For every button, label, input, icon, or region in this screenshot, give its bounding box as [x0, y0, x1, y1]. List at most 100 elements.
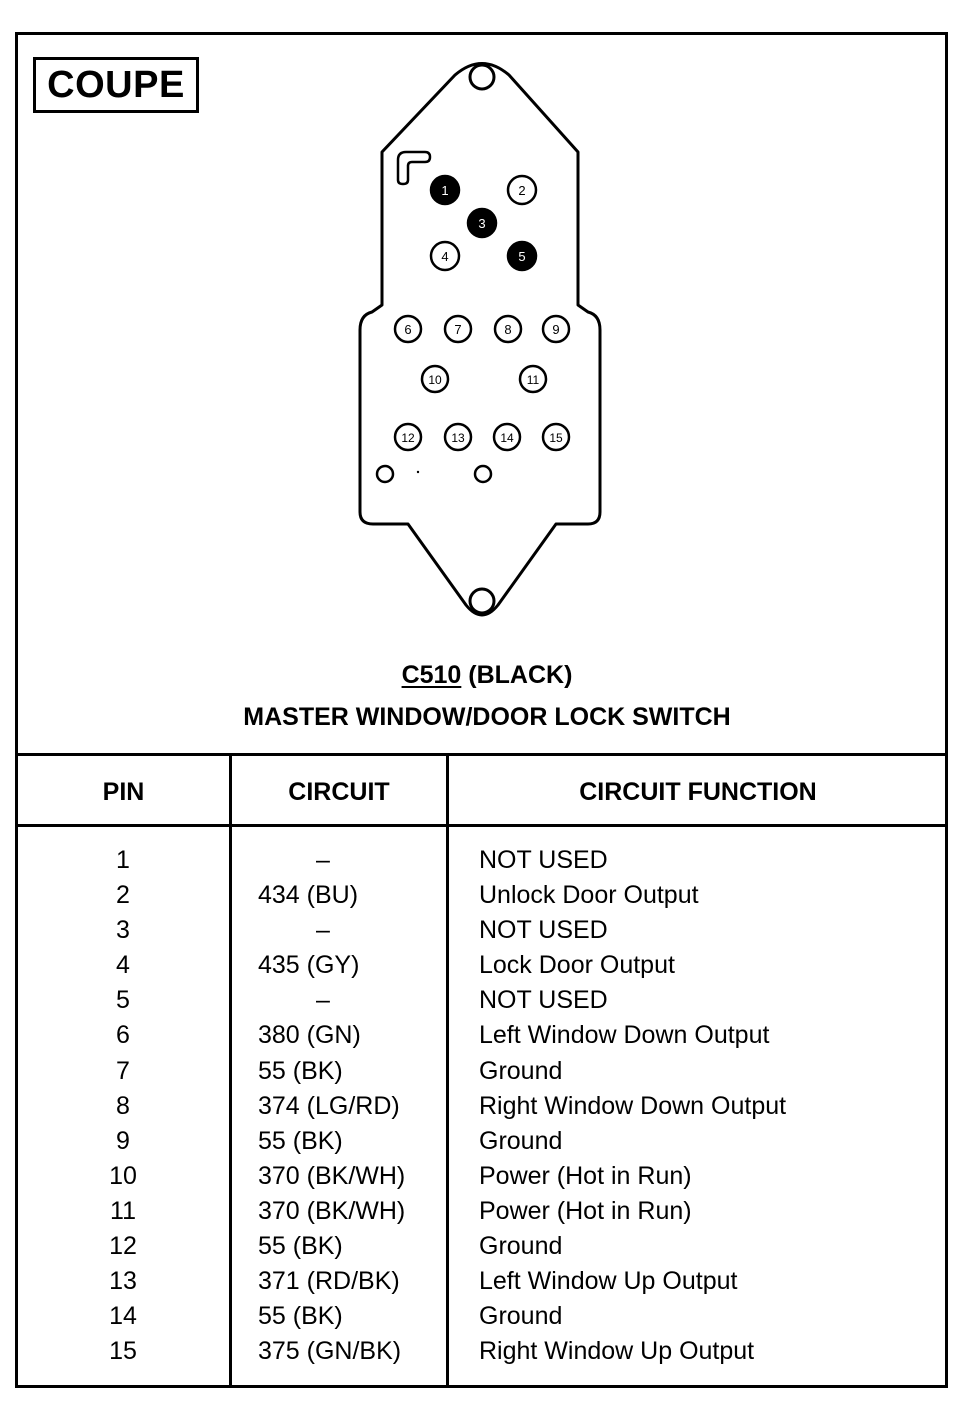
pin-label: 3 [478, 216, 485, 231]
circuit-code: – [316, 916, 330, 945]
pin-label: 14 [500, 431, 514, 445]
circuit-function: NOT USED [479, 846, 608, 874]
header-pin: PIN [102, 778, 145, 806]
circuit-code: 380 (GN) [258, 1021, 361, 1050]
pin-cavity [393, 314, 423, 344]
circuit-function: Ground [479, 1232, 563, 1261]
pin-label: 1 [441, 183, 448, 198]
table-row: 1 – NOT USED [0, 846, 974, 881]
pin-label: 2 [518, 183, 525, 198]
pin-number: 11 [110, 1196, 136, 1225]
pin-cavity [429, 240, 461, 272]
circuit-function: Power (Hot in Run) [479, 1196, 692, 1225]
pin-number: 7 [116, 1056, 130, 1085]
pin-number: 2 [116, 881, 130, 910]
pin-cavity [493, 314, 523, 344]
circuit-code: 374 (LG/RD) [258, 1091, 400, 1120]
connector-pin-4: 4 [429, 240, 461, 272]
table-row: 2 434 (BU) Unlock Door Output [0, 881, 974, 916]
pin-number: 3 [116, 916, 130, 945]
circuit-code: 435 (GY) [258, 951, 360, 980]
connector-pin-5: 5 [506, 240, 538, 272]
circuit-code: 375 (GN/BK) [258, 1337, 402, 1366]
circuit-code: – [316, 846, 330, 874]
circuit-code: 55 (BK) [258, 1302, 343, 1331]
pin-cavity [506, 174, 538, 206]
pin-number: 9 [116, 1126, 130, 1155]
pin-number: 6 [116, 1021, 130, 1050]
circuit-function: Unlock Door Output [479, 881, 699, 910]
pin-cavity [443, 422, 473, 452]
circuit-code: 55 (BK) [258, 1126, 343, 1155]
table-row: 5 – NOT USED [0, 986, 974, 1021]
pin-number: 10 [109, 1161, 137, 1190]
connector-pin-3: 3 [466, 207, 498, 239]
pin-cavity [506, 240, 538, 272]
circuit-code: 370 (BK/WH) [258, 1196, 406, 1225]
column-divider-2 [446, 756, 449, 1388]
pin-cavity [541, 314, 571, 344]
table-row: 6 380 (GN) Left Window Down Output [0, 1021, 974, 1056]
connector-pin-7: 7 [443, 314, 473, 344]
connector-caption: C510 (BLACK) [0, 661, 974, 690]
circuit-function: Ground [479, 1126, 563, 1155]
circuit-function: NOT USED [479, 986, 608, 1015]
connector-pin-11: 11 [518, 364, 548, 394]
table-row: 3–NOT USED [0, 916, 974, 951]
circuit-code: 55 (BK) [258, 1232, 343, 1261]
pin-cavity [393, 422, 423, 452]
pin-label: 7 [454, 322, 461, 337]
connector-color: (BLACK) [461, 661, 573, 689]
stray-dot [416, 470, 420, 474]
pin-label: 11 [527, 373, 540, 387]
header-circuit: CIRCUIT [288, 778, 390, 806]
circuit-function: Right Window Up Output [479, 1337, 755, 1366]
pin-cavity [466, 207, 498, 239]
connector-outline [358, 62, 602, 617]
connector-pin-12: 12 [393, 422, 423, 452]
pin-label: 12 [401, 431, 415, 445]
circuit-function: Ground [479, 1056, 563, 1085]
pin-label: 8 [504, 322, 511, 337]
circuit-function: Right Window Down Output [479, 1091, 787, 1120]
table-row: 7 55 (BK) Ground [0, 1057, 974, 1092]
circuit-function: Ground [479, 1302, 563, 1331]
pin-label: 5 [518, 249, 525, 264]
pin-number: 5 [116, 986, 130, 1015]
connector-pin-10: 10 [420, 364, 450, 394]
table-row: 12 55 (BK) Ground [0, 1232, 974, 1267]
pin-label: 15 [549, 431, 563, 445]
circuit-code: 371 (RD/BK) [258, 1267, 400, 1296]
circuit-code: 370 (BK/WH) [258, 1161, 406, 1190]
pin-number: 12 [109, 1232, 137, 1261]
guide-hole-right [473, 464, 493, 484]
connector-pin-15: 15 [541, 422, 571, 452]
circuit-function: Left Window Up Output [479, 1267, 738, 1296]
pin-cavity [429, 174, 461, 206]
circuit-code: 55 (BK) [258, 1056, 343, 1085]
pin-number: 1 [116, 846, 130, 874]
mounting-hole-bottom [468, 587, 496, 615]
circuit-function: Left Window Down Output [479, 1021, 770, 1050]
pinout-table-body: 1 – NOT USED 2 434 (BU) Unlock Door Output 3 – N… [0, 846, 974, 1372]
connector-pin-6: 6 [393, 314, 423, 344]
connector-pin-9: 9 [541, 314, 571, 344]
pin-cavity [492, 422, 522, 452]
body-style-badge: COUPE [33, 57, 199, 113]
circuit-code: 434 (BU) [258, 881, 359, 910]
connector-id: C510 [401, 661, 462, 689]
connector-name: MASTER WINDOW/DOOR LOCK SWITCH [243, 703, 731, 731]
table-top-rule [15, 753, 948, 756]
guide-hole-left [375, 464, 395, 484]
table-header-rule [15, 824, 948, 827]
table-row: 9 55 (BK) Ground [0, 1127, 974, 1162]
pin-label: 9 [552, 322, 559, 337]
table-row: 11 370 (BK/WH) Power (Hot in Run) [0, 1197, 974, 1232]
circuit-code: – [316, 986, 330, 1015]
